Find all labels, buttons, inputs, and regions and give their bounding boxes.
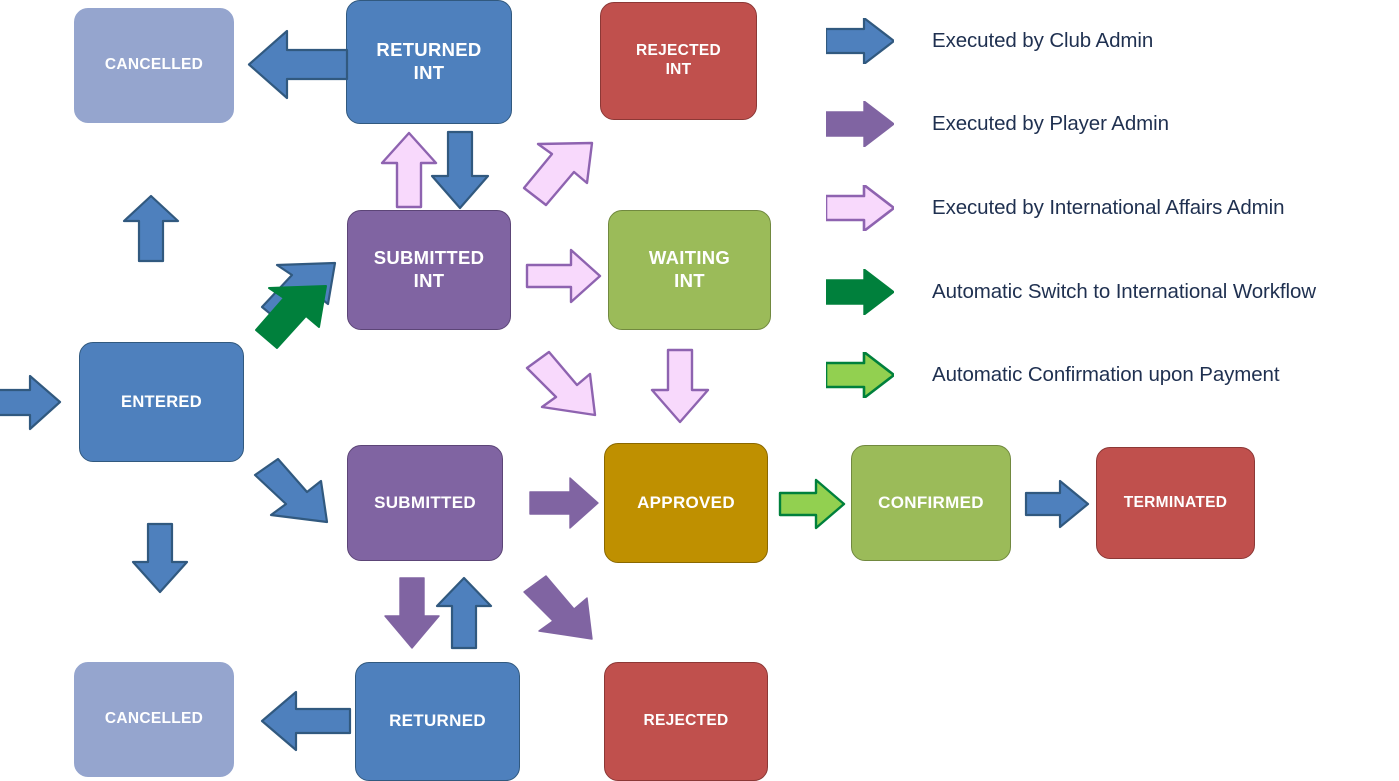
node-cancelled[interactable]: CANCELLED	[74, 662, 234, 777]
arrow-right-icon	[826, 101, 894, 147]
node-submitted-int[interactable]: SUBMITTED INT	[347, 210, 511, 330]
node-confirmed[interactable]: CONFIRMED	[851, 445, 1011, 561]
arrow-right-icon	[826, 185, 894, 231]
node-entered[interactable]: ENTERED	[79, 342, 244, 462]
arrow-returned-int-to-cancelled-int	[247, 29, 349, 100]
arrow-confirmed-to-terminated	[1024, 479, 1090, 529]
arrow-submitted-to-rejected	[523, 575, 593, 640]
node-returned-int[interactable]: RETURNED INT	[346, 0, 512, 124]
node-terminated[interactable]: TERMINATED	[1096, 447, 1255, 559]
legend-label: Executed by International Affairs Admin	[932, 196, 1285, 219]
legend-item-automatic-confirmation: Automatic Confirmation upon Payment	[826, 352, 1280, 398]
arrow-returned-int-to-submitted-int	[430, 130, 490, 210]
legend-item-automatic-switch: Automatic Switch to International Workfl…	[826, 269, 1316, 315]
node-waiting-int[interactable]: WAITING INT	[608, 210, 771, 330]
arrow-waiting-int-to-approved	[650, 348, 710, 424]
arrow-start-to-entered	[0, 374, 62, 431]
legend-label: Executed by Player Admin	[932, 112, 1169, 135]
arrow-right-icon	[826, 269, 894, 315]
arrow-approved-to-confirmed	[778, 478, 846, 530]
node-cancelled-int[interactable]: CANCELLED	[74, 8, 234, 123]
arrow-submitted-int-to-submitted	[525, 350, 597, 417]
arrow-submitted-int-to-waiting-int	[525, 248, 602, 304]
arrow-right-icon	[826, 352, 894, 398]
node-rejected-int[interactable]: REJECTED INT	[600, 2, 757, 120]
node-approved[interactable]: APPROVED	[604, 443, 768, 563]
legend-item-club-admin: Executed by Club Admin	[826, 18, 1153, 64]
arrow-entered-to-submitted-int	[260, 261, 337, 327]
arrow-entered-to-cancelled-int	[122, 194, 180, 263]
arrow-auto-switch-to-international	[255, 285, 327, 349]
legend-label: Automatic Switch to International Workfl…	[932, 280, 1316, 303]
node-returned[interactable]: RETURNED	[355, 662, 520, 781]
arrow-returned-to-submitted	[435, 576, 493, 650]
arrow-entered-to-cancelled	[131, 522, 189, 594]
arrow-submitted-int-to-rejected-int	[522, 141, 594, 207]
node-rejected[interactable]: REJECTED	[604, 662, 768, 781]
arrow-submitted-int-to-returned-int	[380, 131, 438, 209]
arrow-returned-to-cancelled	[260, 690, 352, 752]
arrow-right-icon	[826, 18, 894, 64]
legend-item-international-affairs-admin: Executed by International Affairs Admin	[826, 185, 1285, 231]
arrow-submitted-to-approved	[529, 477, 599, 529]
node-submitted[interactable]: SUBMITTED	[347, 445, 503, 561]
legend-label: Automatic Confirmation upon Payment	[932, 363, 1280, 386]
legend-item-player-admin: Executed by Player Admin	[826, 101, 1169, 147]
arrow-submitted-to-returned	[384, 577, 440, 649]
legend-label: Executed by Club Admin	[932, 29, 1154, 52]
arrow-entered-to-submitted	[253, 457, 329, 524]
